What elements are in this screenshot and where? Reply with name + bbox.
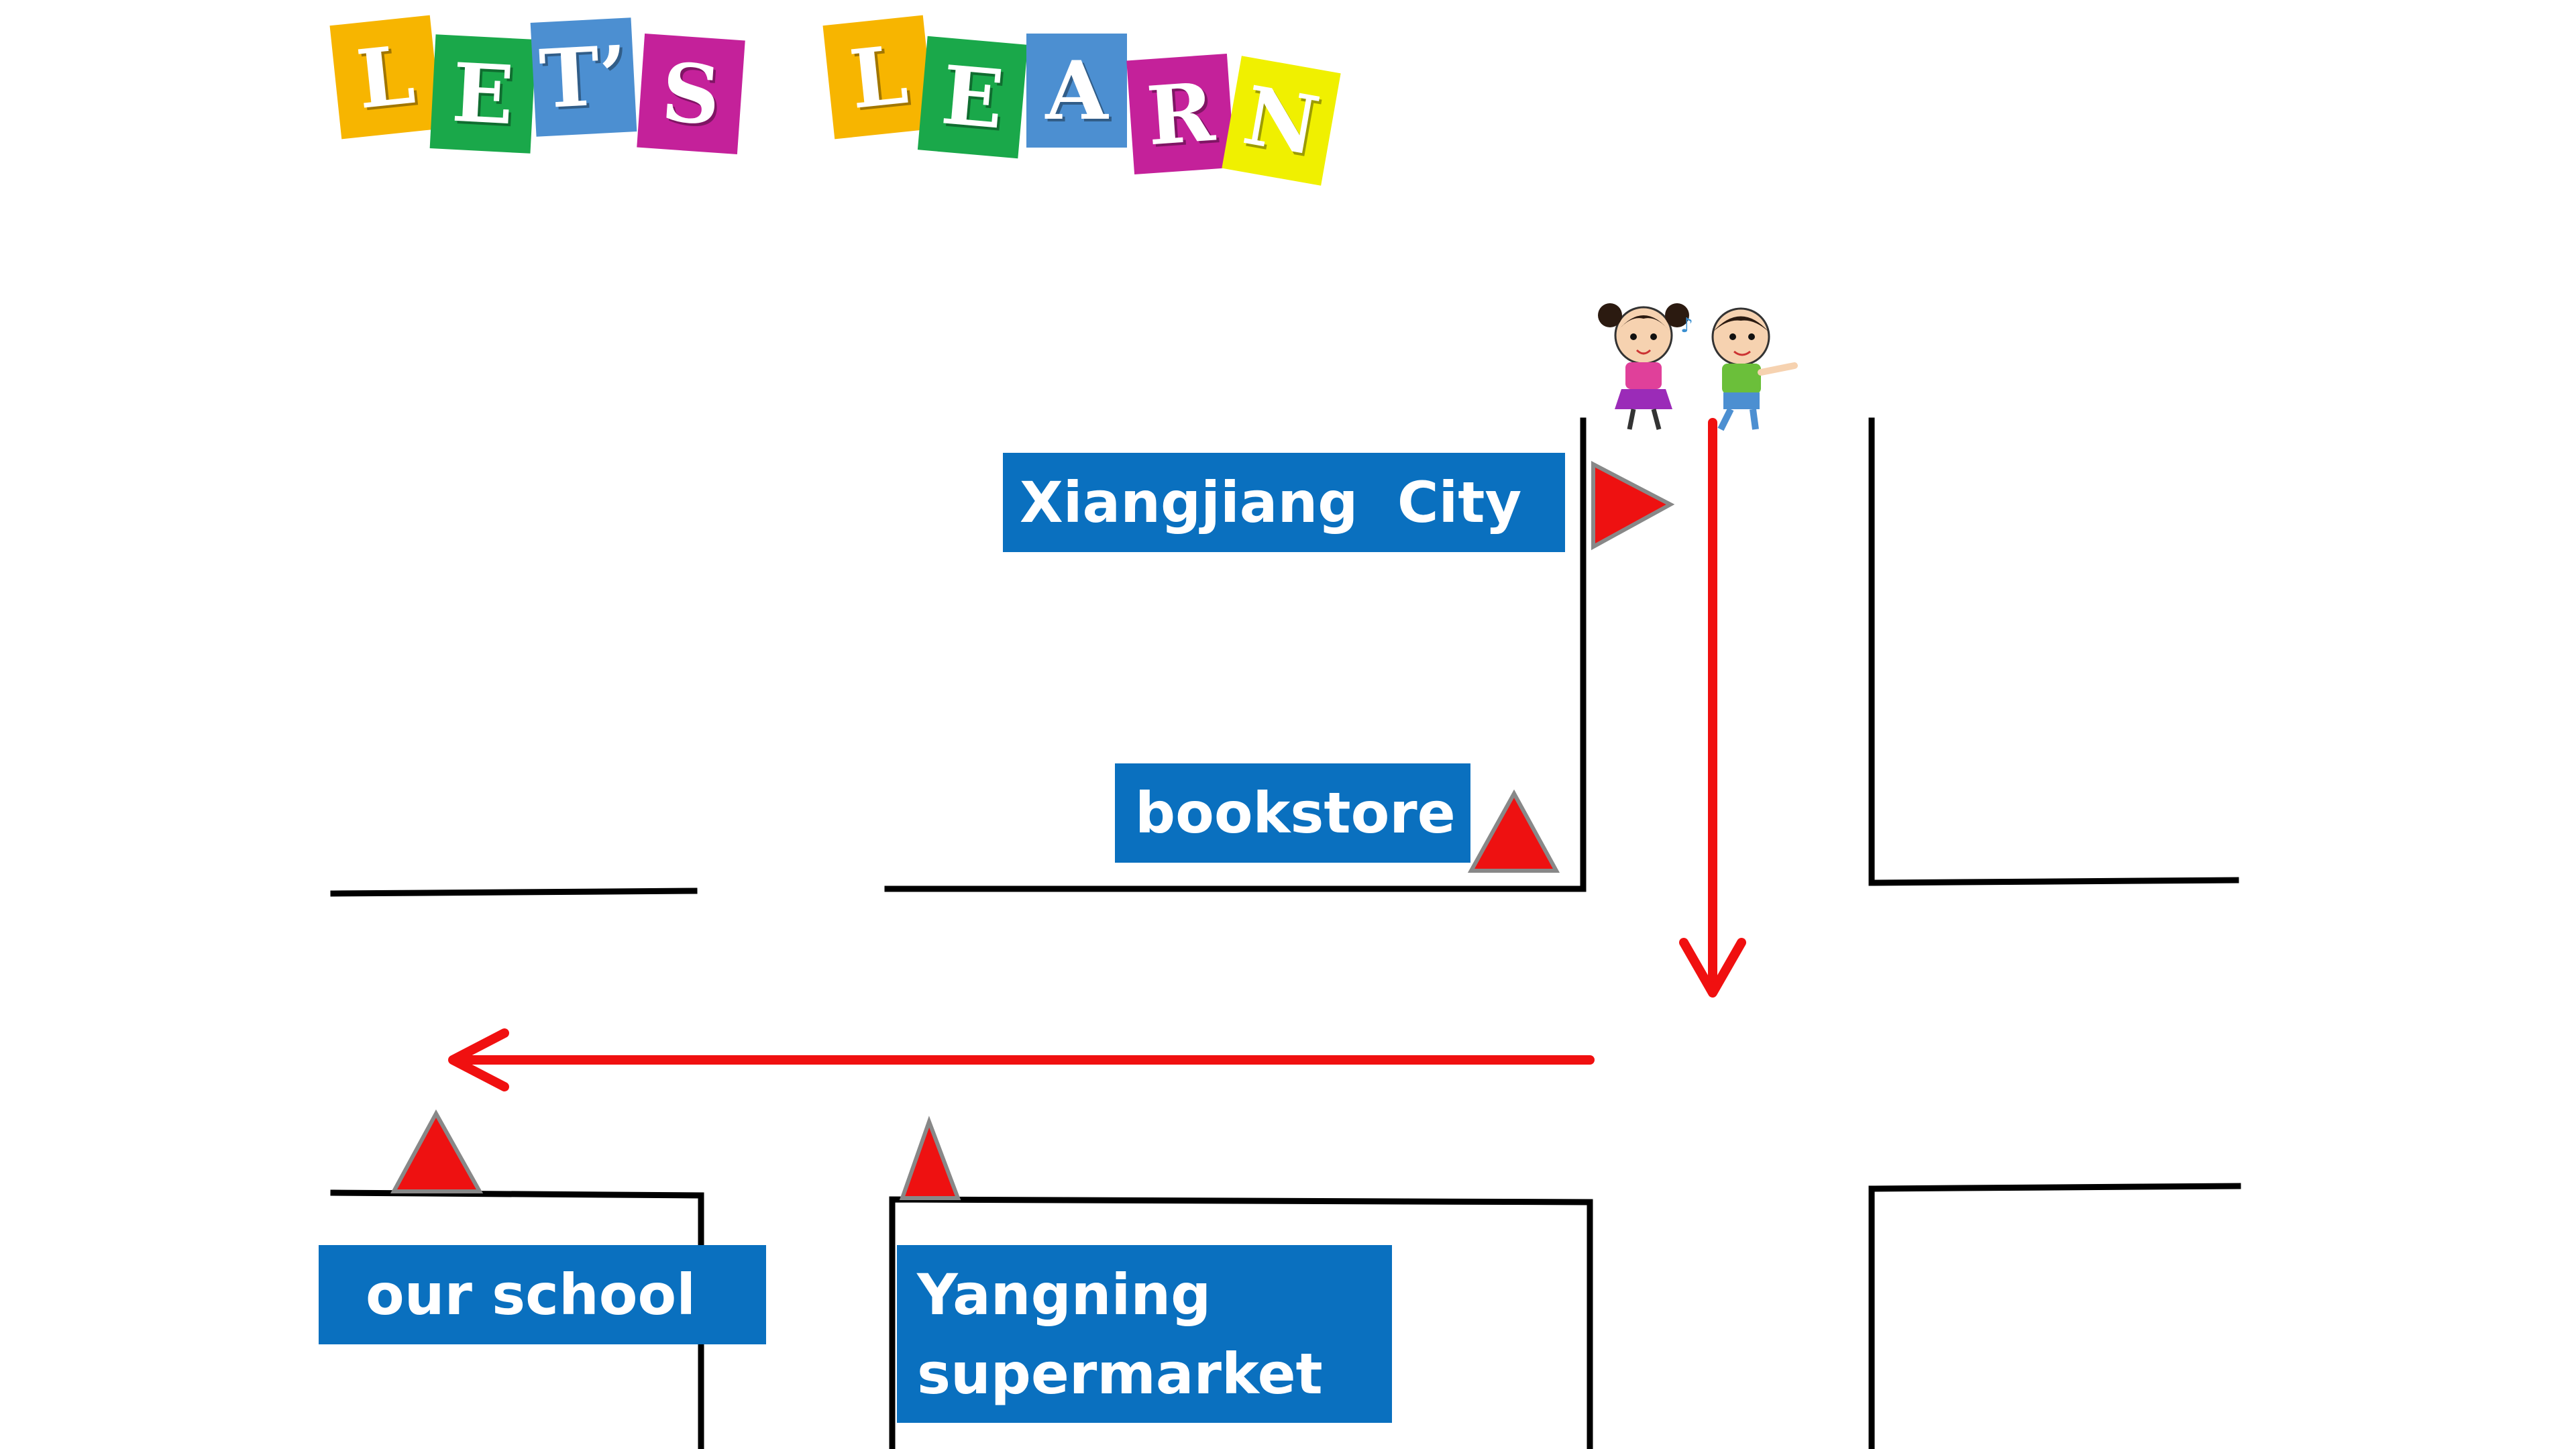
label-our-school: our school [319, 1245, 766, 1344]
boy-figure [1711, 307, 1798, 431]
road-edge [1868, 1183, 2241, 1449]
road-edge [330, 888, 698, 897]
title-letter-text: A [1045, 43, 1108, 138]
lets-learn-title: L E T’ S L E A R N [0, 0, 2576, 215]
roads [330, 417, 2241, 1449]
road-edge [330, 1189, 704, 1449]
route [448, 418, 1746, 1091]
school-triangle-marker-icon [390, 1109, 484, 1193]
road-edge [1868, 417, 2239, 886]
children-walking-icon: ♪ [1598, 303, 1798, 431]
route-left-arrowhead [448, 1028, 509, 1091]
label-our-school-text: our school [366, 1262, 696, 1328]
road-edge [884, 417, 1587, 892]
label-yangning-line1: Yangning [917, 1261, 1212, 1328]
label-bookstore-text: bookstore [1135, 780, 1456, 846]
title-letter: A [1026, 34, 1127, 148]
label-xiangjiang-city-text: Xiangjiang City [1020, 470, 1522, 535]
svg-text:♪: ♪ [1680, 314, 1693, 337]
label-yangning-line2: supermarket [917, 1340, 1323, 1407]
route-down-arrowhead [1679, 938, 1746, 998]
flag-marker-icon [1591, 461, 1675, 551]
label-bookstore: bookstore [1115, 763, 1470, 863]
girl-figure [1598, 303, 1689, 430]
road-edge [889, 1196, 1593, 1449]
supermarket-triangle-marker-icon [899, 1116, 961, 1200]
bookstore-triangle-marker-icon [1467, 789, 1560, 873]
label-yangning-supermarket: Yangning supermarket [897, 1245, 1392, 1423]
label-xiangjiang-city: Xiangjiang City [1003, 453, 1565, 552]
